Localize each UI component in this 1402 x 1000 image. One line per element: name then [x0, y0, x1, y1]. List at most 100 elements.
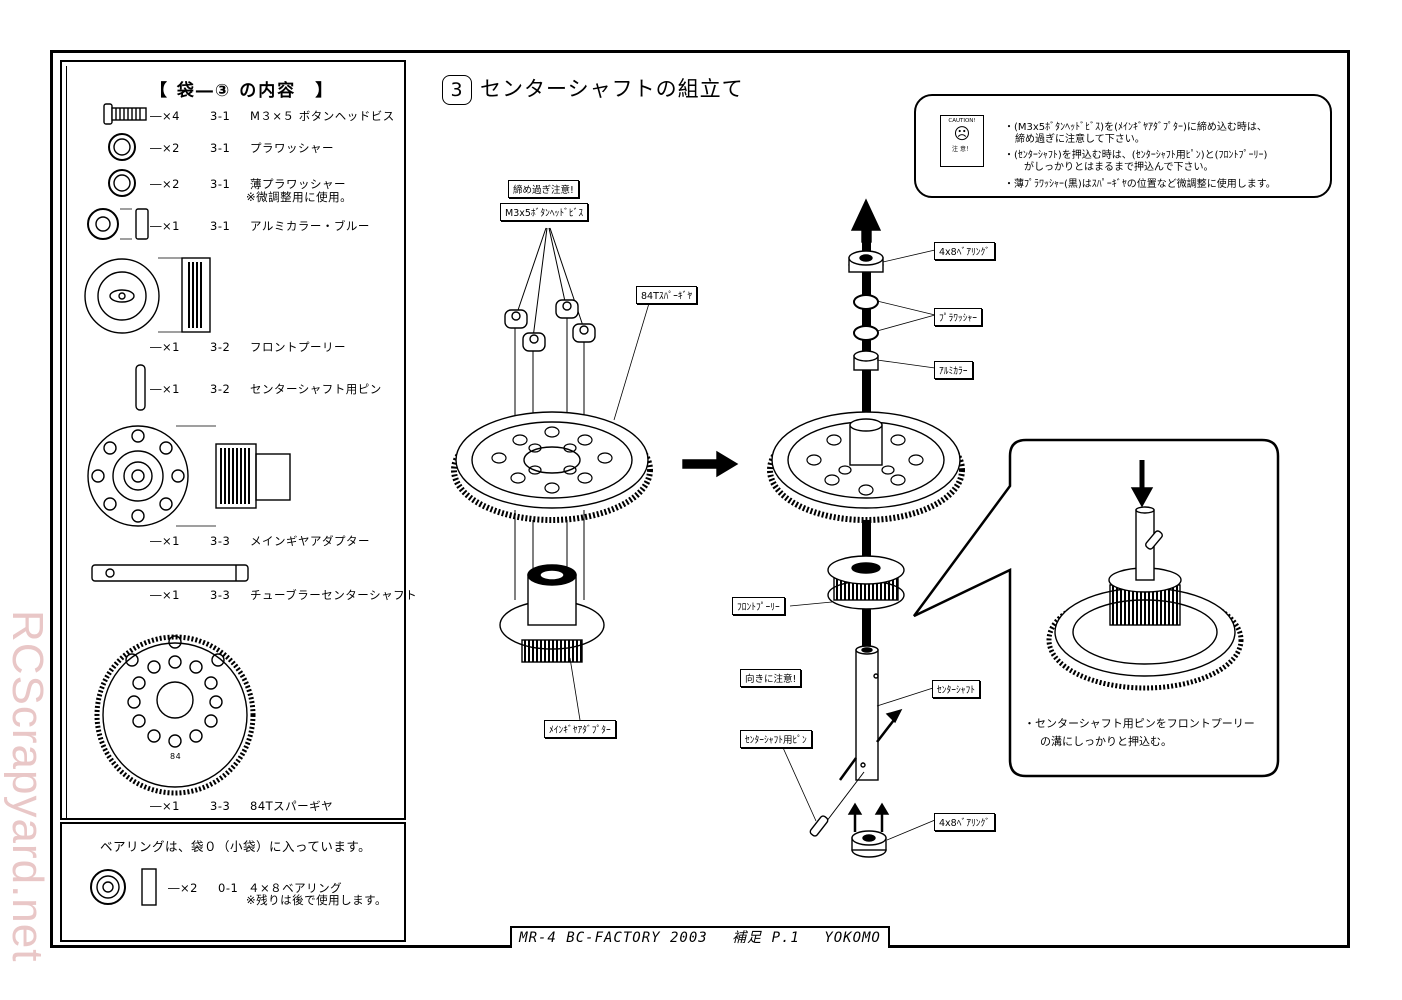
front-pulley-icon: [84, 257, 211, 334]
center-shaft-tube: [855, 645, 879, 781]
washers: [853, 294, 879, 371]
parts-panel-inner-border: [66, 66, 406, 820]
parts-panel: [60, 60, 406, 820]
part-qty: ―×2: [168, 881, 198, 895]
part-qty: ―×1: [150, 534, 180, 548]
part-row-shaft: ―×1 3-3 チューブラーセンターシャフト: [150, 587, 417, 603]
part-qty: ―×2: [150, 141, 180, 155]
part-row-thin-washer: ―×2 3-1 薄プラワッシャー: [150, 176, 346, 192]
right-arrow-icon: [682, 450, 739, 478]
part-code: 3-3: [210, 534, 231, 548]
tubular-center-shaft-icon: [91, 564, 249, 582]
step-number: 3: [442, 75, 472, 105]
part-row-bearing: ―×2 0-1 ４×８ベアリング: [168, 880, 342, 896]
spur-gear-84t-icon: [94, 634, 256, 796]
part-row-adapter: ―×1 3-3 メインギヤアダプター: [150, 533, 370, 549]
page-footer: MR-4 BC-FACTORY 2003 補足 P.1 YOKOMO: [510, 926, 890, 948]
button-head-screw-icon: [103, 103, 147, 125]
caution-icon: CAUTION! ☹ 注 意！: [940, 115, 984, 167]
label-adapter: ﾒｲﾝｷﾞﾔｱﾀﾞﾌﾟﾀｰ: [544, 720, 616, 738]
caution-face-icon: ☹: [953, 124, 971, 143]
part-name: 84Tスパーギヤ: [250, 799, 334, 813]
part-name: フロントプーリー: [250, 340, 346, 354]
part-code: 3-1: [210, 109, 231, 123]
part-code: 3-1: [210, 141, 231, 155]
part-row-pin: ―×1 3-2 センターシャフト用ピン: [150, 381, 382, 397]
part-name: ４×８ベアリング: [248, 881, 343, 895]
part-row-screw: ―×4 3-1 M３×５ ボタンヘッドビス: [150, 108, 395, 124]
part-name: アルミカラー・ブルー: [250, 219, 370, 233]
pin-with-arrows: [809, 708, 903, 837]
part-name: M３×５ ボタンヘッドビス: [250, 109, 395, 123]
detail-callout: [912, 438, 1280, 778]
caution-line: ・(ｾﾝﾀｰｼｬﾌﾄ)を押込む時は、(ｾﾝﾀｰｼｬﾌﾄ用ﾋﾟﾝ)と(ﾌﾛﾝﾄﾌﾟ…: [1004, 150, 1268, 161]
label-washer: ﾌﾟﾗﾜｯｼｬｰ: [934, 308, 983, 326]
label-screw: M3x5ﾎﾞﾀﾝﾍｯﾄﾞﾋﾞｽ: [500, 203, 589, 221]
caution-icon-note: 注 意！: [952, 146, 972, 153]
part-note: ※微調整用に使用。: [246, 190, 353, 204]
top-bearing: [848, 250, 884, 273]
bearing-panel: [60, 822, 406, 942]
part-qty: ―×4: [150, 109, 180, 123]
label-pin: ｾﾝﾀｰｼｬﾌﾄ用ﾋﾟﾝ: [740, 730, 812, 748]
part-code: 0-1: [218, 881, 239, 895]
caution-line: ・薄ﾌﾟﾗﾜｯｼｬｰ(黒)はｽﾊﾟｰｷﾞﾔの位置など微調整に使用します。: [1004, 179, 1276, 190]
section-title: 3 センターシャフトの組立て: [442, 73, 744, 105]
bearing-4x8-icon: [90, 868, 157, 906]
part-name: プラワッシャー: [250, 141, 334, 155]
parts-panel-title: 【 袋―③ の内容 】: [150, 81, 335, 101]
label-tighten-caution: 締め過ぎ注意!: [508, 180, 579, 198]
exploded-screws: [504, 227, 596, 490]
part-code: 3-3: [210, 799, 231, 813]
bearing-remaining-note: ※残りは後で使用します。: [246, 893, 387, 907]
caution-icon-label: CAUTION!: [948, 118, 976, 124]
part-name: メインギヤアダプター: [250, 534, 370, 548]
part-code: 3-1: [210, 219, 231, 233]
label-shaft: ｾﾝﾀｰｼｬﾌﾄ: [932, 680, 981, 698]
exploded-adapter: [499, 510, 605, 663]
part-name: チューブラーセンターシャフト: [250, 588, 418, 602]
label-pulley: ﾌﾛﾝﾄﾌﾟｰﾘｰ: [732, 597, 785, 615]
part-row-pulley: ―×1 3-2 フロントプーリー: [150, 339, 346, 355]
caution-line: 締め過ぎに注意して下さい。: [1015, 134, 1145, 145]
part-qty: ―×2: [150, 177, 180, 191]
caution-line: ・(M3x5ﾎﾞﾀﾝﾍｯﾄﾞﾋﾞｽ)を(ﾒｲﾝｷﾞﾔｱﾀﾞﾌﾟﾀｰ)に締め込む時…: [1004, 122, 1267, 133]
part-qty: ―×1: [150, 340, 180, 354]
caution-box: [914, 94, 1332, 198]
aluminum-collar-icon: [87, 208, 149, 240]
caution-line: がしっかりとはまるまで押込んで下さい。: [1024, 162, 1214, 173]
part-code: 3-1: [210, 177, 231, 191]
label-bottom-bearing: 4x8ﾍﾞｱﾘﾝｸﾞ: [934, 813, 995, 831]
assembled-pulley: [827, 555, 905, 610]
inset-note-line: ・センターシャフト用ピンをフロントプーリー: [1024, 717, 1255, 730]
part-code: 3-3: [210, 588, 231, 602]
exploded-spur-gear: [451, 411, 653, 523]
thin-washer-icon: [108, 169, 136, 197]
leader-lines: [569, 249, 936, 841]
label-spur-gear: 84Tｽﾊﾟｰｷﾞﾔ: [636, 286, 698, 304]
section-title-text: センターシャフトの組立て: [480, 77, 744, 101]
part-qty: ―×1: [150, 588, 180, 602]
center-shaft-pin-icon: [135, 364, 146, 411]
part-row-collar: ―×1 3-1 アルミカラー・ブルー: [150, 218, 370, 234]
label-top-bearing: 4x8ﾍﾞｱﾘﾝｸﾞ: [934, 242, 995, 260]
part-code: 3-2: [210, 382, 231, 396]
bottom-bearing: [847, 802, 890, 858]
assembled-spur-gear: [767, 411, 965, 523]
part-row-spur: ―×1 3-3 84Tスパーギヤ: [150, 798, 333, 814]
inset-note-line: の溝にしっかりと押込む。: [1040, 735, 1172, 748]
label-collar: ｱﾙﾐｶﾗｰ: [934, 361, 973, 379]
part-qty: ―×1: [150, 382, 180, 396]
part-row-washer: ―×2 3-1 プラワッシャー: [150, 140, 334, 156]
spur-mark: 84: [170, 752, 182, 761]
washer-icon: [108, 133, 136, 161]
part-qty: ―×1: [150, 219, 180, 233]
part-name: センターシャフト用ピン: [250, 382, 382, 396]
label-direction: 向きに注意!: [740, 669, 802, 687]
part-code: 3-2: [210, 340, 231, 354]
bearing-note: ベアリングは、袋０（小袋）に入っています。: [100, 839, 372, 854]
main-gear-adapter-icon: [87, 425, 291, 527]
part-name: 薄プラワッシャー: [250, 177, 346, 191]
part-qty: ―×1: [150, 799, 180, 813]
